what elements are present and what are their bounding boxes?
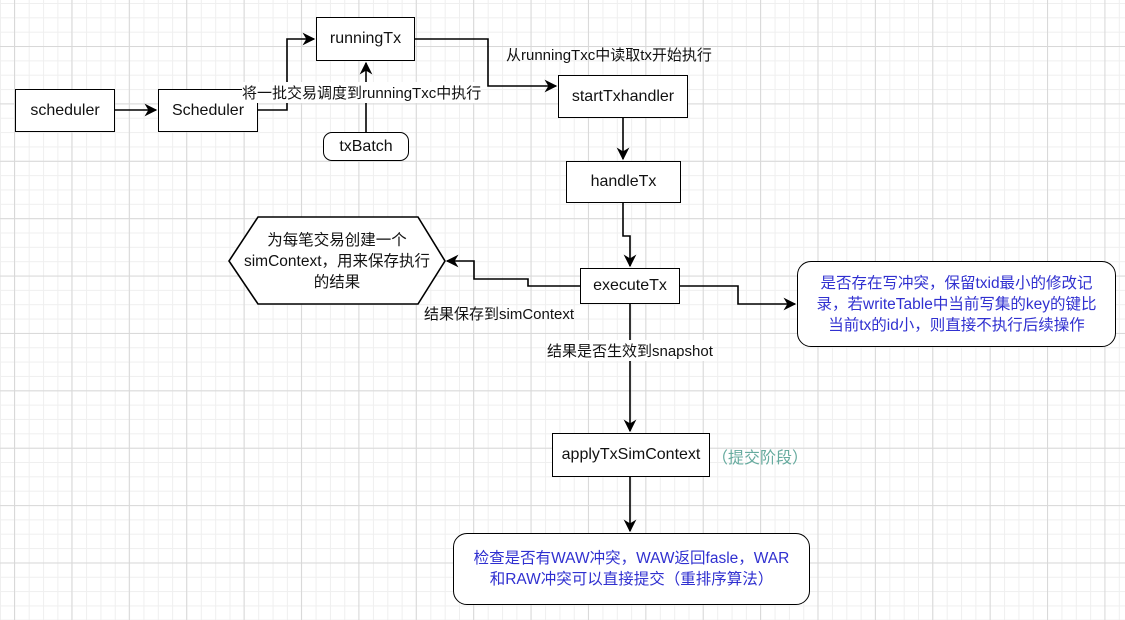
edge-label-schedule-batch: 将一批交易调度到runningTxc中执行 bbox=[242, 82, 482, 103]
node-scheduler-upper-label: Scheduler bbox=[171, 101, 245, 119]
edge-handleTx-to-executeTx bbox=[622, 203, 637, 268]
hexagon-line-3: 的结果 bbox=[313, 273, 361, 291]
write-conflict-note-line-2: 录，若writeTable中当前写集的key的键比 bbox=[816, 295, 1097, 313]
node-running-tx[interactable]: runningTx bbox=[316, 17, 415, 61]
edge-executeTx-to-simContext bbox=[445, 254, 580, 287]
hexagon-line-1: 为每笔交易创建一个 bbox=[267, 231, 407, 249]
commit-check-note[interactable]: 检查是否有WAW冲突，WAW返回fasle，WAR 和RAW冲突可以直接提交（重… bbox=[453, 533, 810, 605]
hexagon-line-2: simContext，用来保存执行 bbox=[243, 252, 431, 270]
node-scheduler-lower-label: scheduler bbox=[30, 101, 100, 119]
node-handle-tx[interactable]: handleTx bbox=[566, 161, 681, 203]
node-handle-tx-label: handleTx bbox=[590, 173, 657, 190]
node-sim-context-hexagon[interactable]: 为每笔交易创建一个 simContext，用来保存执行 的结果 bbox=[229, 217, 445, 305]
edge-runningTx-to-startTxhandler bbox=[415, 38, 558, 93]
write-conflict-note[interactable]: 是否存在写冲突，保留txid最小的修改记 录，若writeTable中当前写集的… bbox=[797, 261, 1116, 347]
node-apply-tx-sim-context[interactable]: applyTxSimContext bbox=[552, 433, 710, 477]
edge-executeTx-to-conflict-note bbox=[680, 285, 797, 311]
node-scheduler-upper[interactable]: Scheduler bbox=[158, 89, 258, 132]
node-scheduler-lower[interactable]: scheduler bbox=[15, 89, 115, 132]
commit-check-note-line-1: 检查是否有WAW冲突，WAW返回fasle，WAR bbox=[473, 550, 790, 567]
commit-check-note-line-2: 和RAW冲突可以直接提交（重排序算法） bbox=[489, 571, 774, 588]
node-start-tx-handler-label: startTxhandler bbox=[571, 87, 675, 105]
commit-phase-annotation: （提交阶段） bbox=[712, 450, 809, 467]
node-running-tx-label: runningTx bbox=[329, 30, 402, 47]
edge-Scheduler-to-runningTx bbox=[258, 32, 316, 111]
node-execute-tx-label: executeTx bbox=[593, 277, 667, 294]
node-tx-batch-label: txBatch bbox=[339, 137, 393, 155]
node-execute-tx[interactable]: executeTx bbox=[580, 268, 680, 304]
node-apply-tx-sim-context-label: applyTxSimContext bbox=[561, 446, 701, 463]
write-conflict-note-line-1: 是否存在写冲突，保留txid最小的修改记 bbox=[820, 274, 1093, 292]
edge-label-save-to-sim-context: 结果保存到simContext bbox=[424, 306, 575, 323]
sim-context-hexagon-shape bbox=[228, 216, 446, 305]
edge-label-read-from-running: 从runningTxc中读取tx开始执行 bbox=[506, 47, 712, 64]
node-tx-batch[interactable]: txBatch bbox=[323, 132, 409, 161]
node-start-tx-handler[interactable]: startTxhandler bbox=[558, 75, 688, 118]
edge-label-apply-to-snapshot: 结果是否生效到snapshot bbox=[547, 340, 713, 361]
write-conflict-note-line-3: 当前tx的id小，则直接不执行后续操作 bbox=[828, 316, 1085, 334]
